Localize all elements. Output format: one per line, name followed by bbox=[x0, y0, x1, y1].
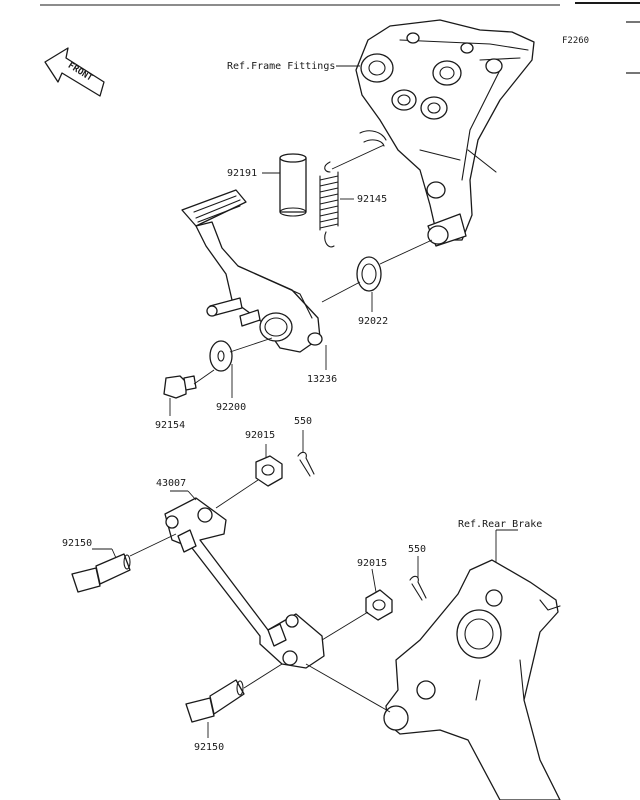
bushing-13236 bbox=[259, 312, 293, 342]
bolt-92154 bbox=[163, 375, 197, 399]
label-92150-top: 92150 bbox=[62, 538, 92, 549]
bolt-92150-bottom bbox=[185, 679, 245, 723]
label-92145: 92145 bbox=[357, 194, 387, 205]
front-arrow-icon: FRONT bbox=[44, 47, 105, 97]
label-ref-frame-fittings: Ref.Frame Fittings bbox=[227, 61, 335, 72]
label-550-bottom: 550 bbox=[408, 544, 426, 555]
label-ref-rear-brake: Ref.Rear Brake bbox=[458, 519, 542, 530]
rear-brake-reference bbox=[383, 559, 561, 800]
label-92191: 92191 bbox=[227, 168, 257, 179]
brake-rod-43007 bbox=[164, 497, 325, 669]
label-92022: 92022 bbox=[358, 316, 388, 327]
nut-92015-top bbox=[255, 455, 283, 487]
return-spring bbox=[319, 161, 339, 248]
label-550-top: 550 bbox=[294, 416, 312, 427]
figure-code: F2260 bbox=[562, 36, 589, 46]
cotter-pin-bottom bbox=[409, 575, 427, 601]
leader-lines bbox=[92, 65, 518, 738]
label-92015-top: 92015 bbox=[245, 430, 275, 441]
washer-92200 bbox=[209, 340, 233, 372]
cotter-pin-top bbox=[297, 451, 315, 477]
nut-92015-bottom bbox=[365, 589, 393, 621]
washer-92022 bbox=[356, 256, 382, 292]
label-92200: 92200 bbox=[216, 402, 246, 413]
frame-fittings bbox=[355, 19, 535, 247]
label-92154: 92154 bbox=[155, 420, 185, 431]
brake-pedal bbox=[181, 189, 323, 353]
label-13236: 13236 bbox=[307, 374, 337, 385]
label-92015-bottom: 92015 bbox=[357, 558, 387, 569]
label-43007: 43007 bbox=[156, 478, 186, 489]
collar-92191 bbox=[279, 153, 307, 217]
label-92150-bottom: 92150 bbox=[194, 742, 224, 753]
bolt-92150-top bbox=[71, 553, 131, 593]
